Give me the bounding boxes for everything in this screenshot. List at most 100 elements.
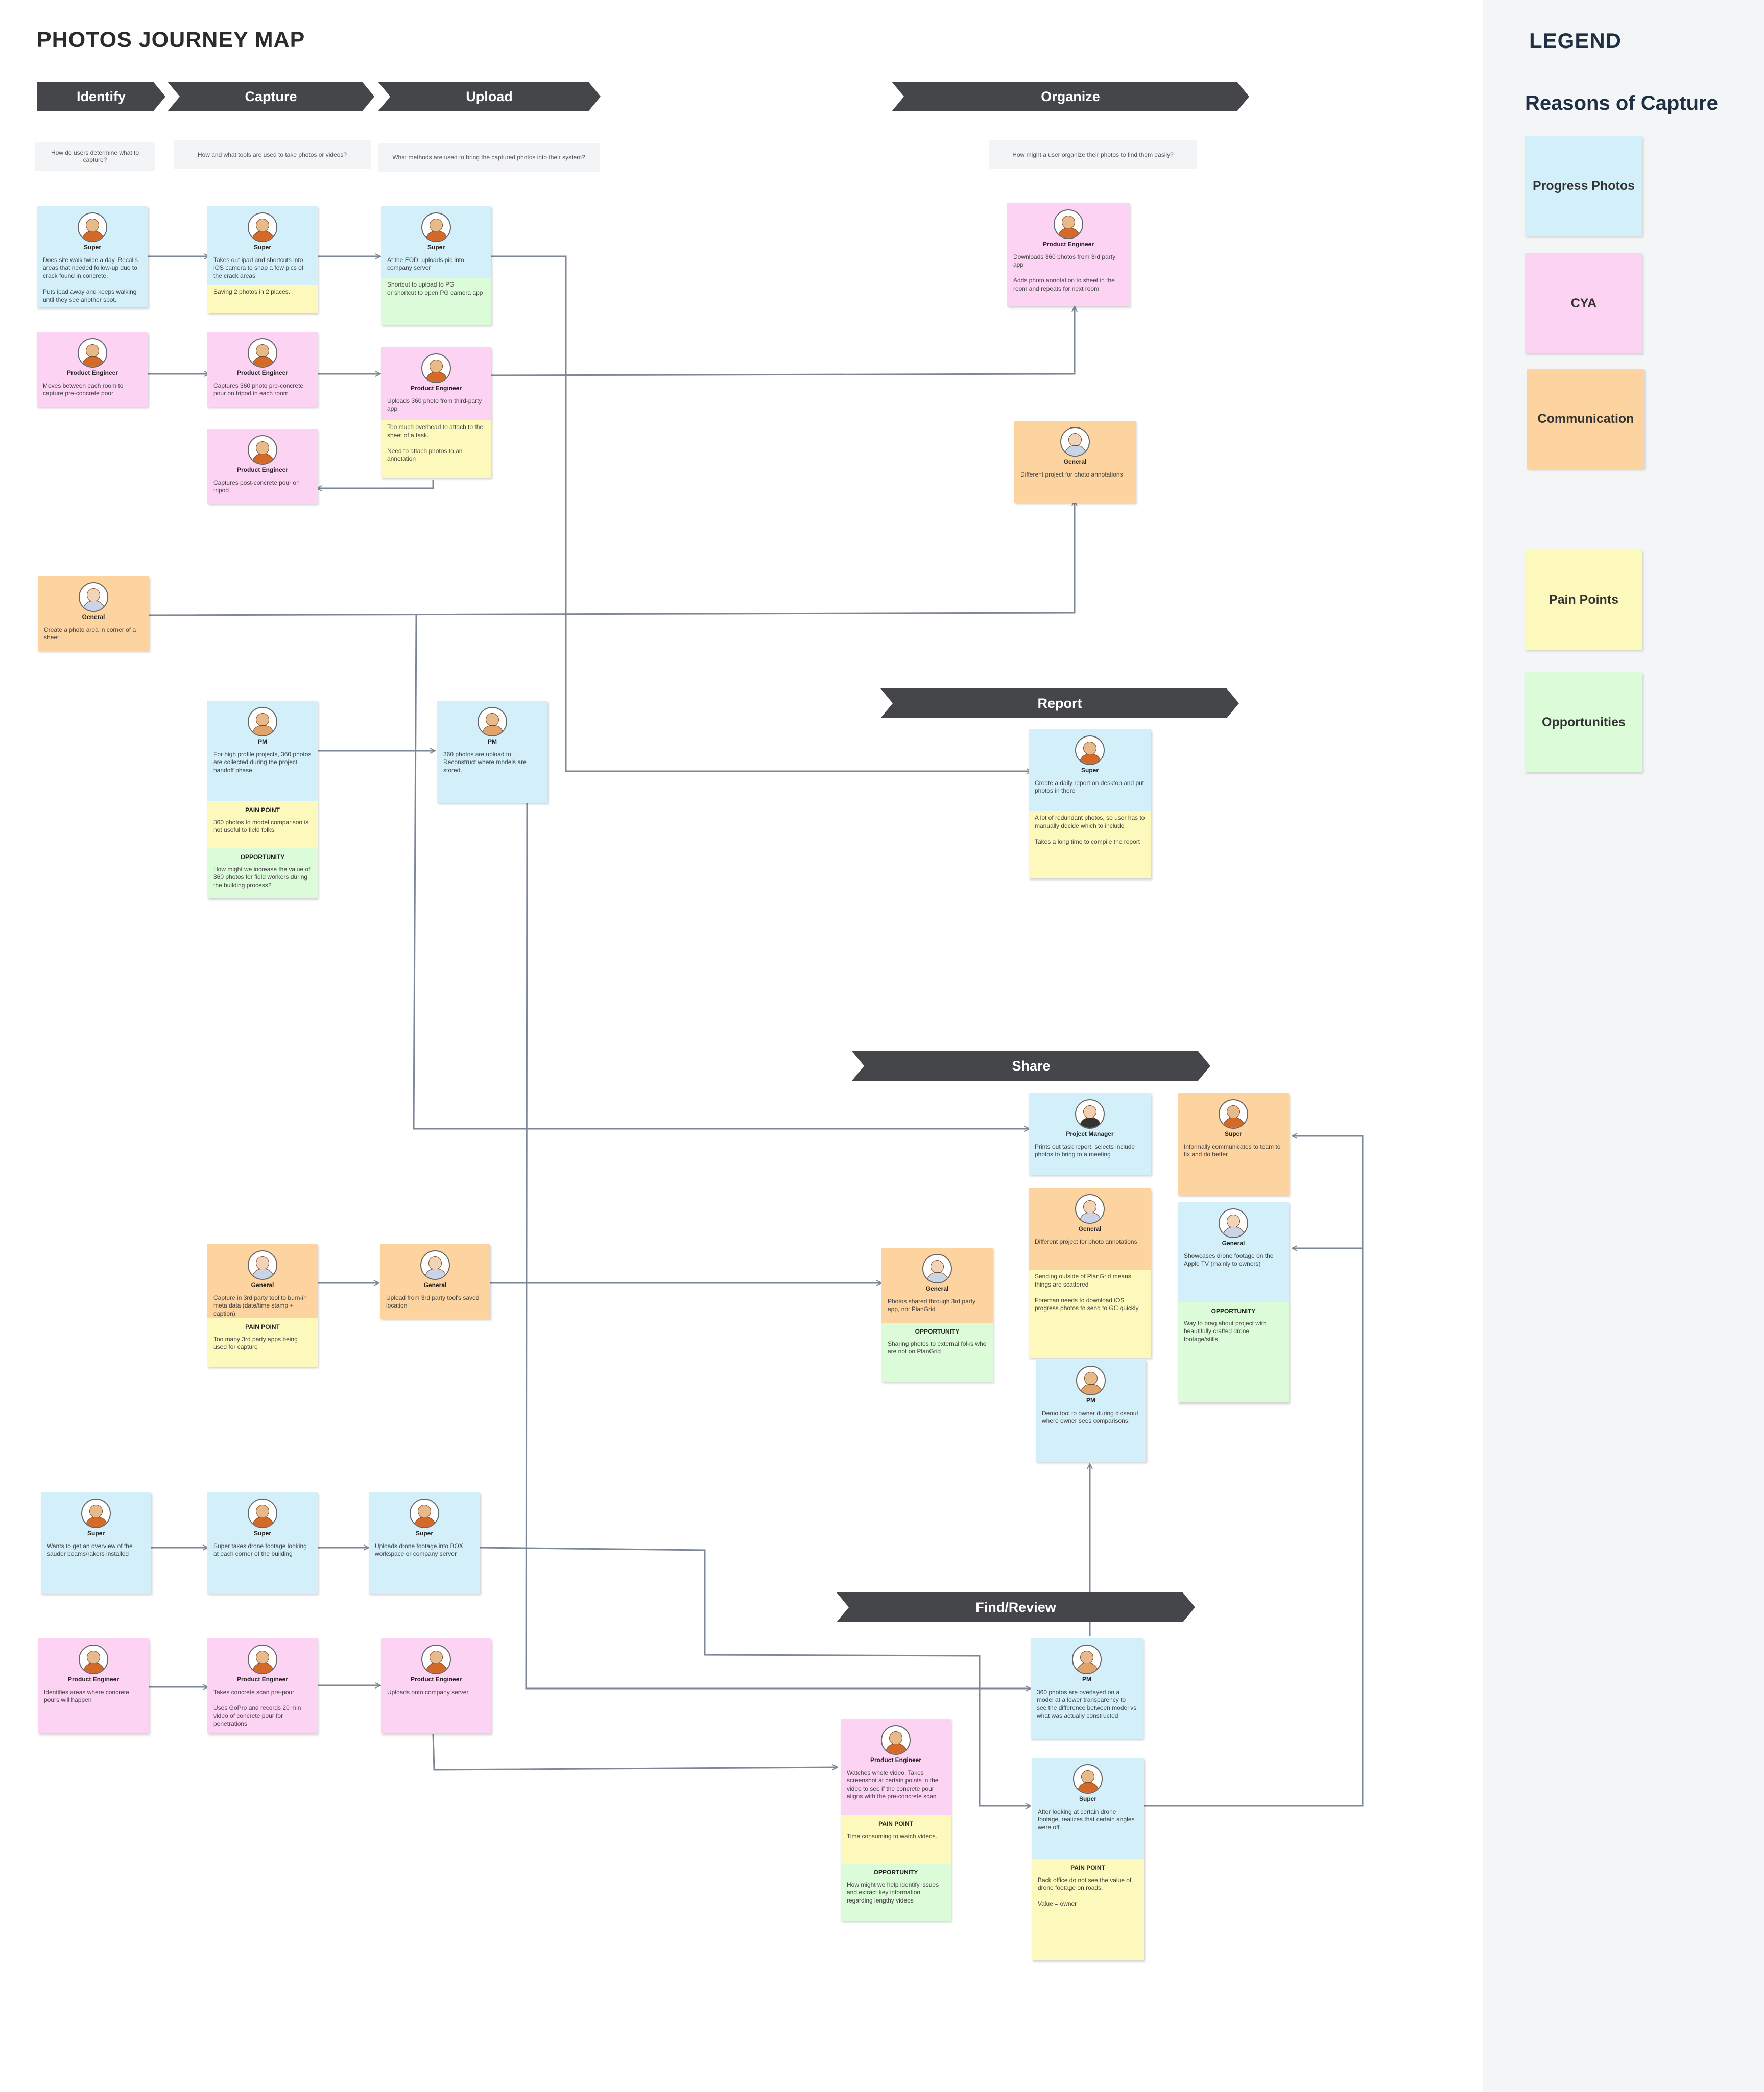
avatar-icon bbox=[1075, 735, 1105, 765]
note-segment-green: OPPORTUNITY How might we increase the val… bbox=[207, 848, 318, 898]
note-text: How might we increase the value of 360 p… bbox=[213, 865, 311, 889]
avatar-icon bbox=[421, 1645, 451, 1674]
persona-role: Product Engineer bbox=[236, 466, 288, 473]
note-text: Takes concrete scan pre-pour Uses GoPro … bbox=[213, 1688, 301, 1727]
note-text: Downloads 360 photos from 3rd party app … bbox=[1013, 253, 1116, 292]
phase-label: Upload bbox=[466, 88, 513, 104]
persona-role: Product Engineer bbox=[1042, 241, 1094, 248]
avatar-icon bbox=[248, 435, 277, 465]
note-text: For high profile projects, 360 photos ar… bbox=[213, 750, 312, 774]
sticky-note[interactable]: PM Demo tool to owner during closeout whe… bbox=[1036, 1360, 1146, 1462]
note-text: Watches whole video. Takes screenshot at… bbox=[847, 1769, 939, 1800]
note-text: Uploads 360 photo from third-party app bbox=[387, 397, 482, 413]
phase-find-review: Find/Review bbox=[837, 1592, 1195, 1622]
note-text: After looking at certain drone footage, … bbox=[1038, 1808, 1135, 1831]
persona-role: Super bbox=[87, 1530, 105, 1537]
note-text: Super takes drone footage looking at eac… bbox=[213, 1542, 307, 1558]
avatar-icon bbox=[410, 1499, 439, 1528]
note-text: Sharing photos to external folks who are… bbox=[888, 1340, 987, 1356]
phase-label: Find/Review bbox=[975, 1599, 1056, 1615]
note-text: Sending outside of PlanGrid means things… bbox=[1035, 1273, 1139, 1312]
note-text: At the EOD, uploads pic into company ser… bbox=[387, 256, 464, 272]
note-text: Photos shared through 3rd party app, not… bbox=[888, 1297, 976, 1313]
phase-label: Share bbox=[1012, 1058, 1051, 1074]
note-text: Too much overhead to attach to the sheet… bbox=[387, 423, 484, 463]
note-text: Back office do not see the value of dron… bbox=[1038, 1876, 1132, 1908]
note-text: Prints out task report, selects include … bbox=[1035, 1143, 1135, 1158]
avatar-icon bbox=[881, 1725, 911, 1755]
question-organize: How might a user organize their photos t… bbox=[989, 140, 1197, 169]
legend-title: LEGEND bbox=[1529, 29, 1622, 53]
persona-role: PM bbox=[1086, 1397, 1095, 1404]
note-text: Uploads onto company server bbox=[387, 1688, 469, 1696]
note-text: How might we help identify issues and ex… bbox=[847, 1881, 939, 1904]
note-text: Saving 2 photos in 2 places. bbox=[213, 288, 291, 295]
phase-upload: Upload bbox=[378, 82, 601, 111]
avatar-icon bbox=[421, 212, 451, 242]
avatar-icon bbox=[478, 707, 507, 736]
segment-title: PAIN POINT bbox=[245, 806, 280, 814]
persona-role: Super bbox=[1079, 1795, 1096, 1802]
legend-item-progress-photos: Progress Photos bbox=[1525, 136, 1642, 236]
note-text: Informally communicates to team to fix a… bbox=[1184, 1143, 1281, 1158]
note-text: 360 photos to model comparison is not us… bbox=[213, 818, 309, 834]
avatar-icon bbox=[248, 707, 277, 736]
segment-title: OPPORTUNITY bbox=[240, 853, 285, 861]
persona-role: Super bbox=[83, 244, 101, 251]
note-segment-yellow: Sending outside of PlanGrid means things… bbox=[1029, 1270, 1151, 1358]
phase-label: Identify bbox=[76, 88, 126, 104]
note-text: Demo tool to owner during closeout where… bbox=[1042, 1409, 1138, 1425]
note-text: A lot of redundant photos, so user has t… bbox=[1035, 814, 1145, 845]
note-text: Different project for photo annotations bbox=[1035, 1238, 1137, 1245]
avatar-icon bbox=[1076, 1366, 1106, 1395]
note-text: Moves between each room to capture pre-c… bbox=[43, 382, 124, 397]
avatar-icon bbox=[248, 1499, 277, 1528]
segment-title: OPPORTUNITY bbox=[915, 1328, 960, 1335]
